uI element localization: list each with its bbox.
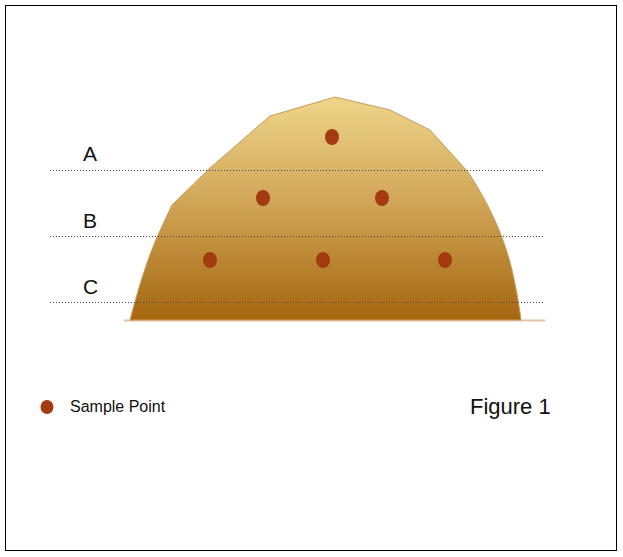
sample-point xyxy=(203,252,217,268)
layer-line xyxy=(50,170,543,171)
soil-pile xyxy=(130,97,521,320)
sample-point xyxy=(325,129,339,145)
legend-swatch xyxy=(41,400,54,414)
layer-label: C xyxy=(83,276,98,297)
layer-line xyxy=(50,236,543,237)
sample-point xyxy=(375,190,389,206)
layer-line xyxy=(50,302,543,303)
sample-point xyxy=(316,252,330,268)
layer-label: A xyxy=(83,143,97,164)
sample-point xyxy=(256,190,270,206)
layer-label: B xyxy=(83,210,97,231)
figure-caption: Figure 1 xyxy=(470,396,551,418)
sample-point xyxy=(438,252,452,268)
sample-points xyxy=(203,129,452,268)
legend-text: Sample Point xyxy=(70,399,165,415)
layer-lines xyxy=(50,171,543,303)
frame-border xyxy=(6,6,617,551)
